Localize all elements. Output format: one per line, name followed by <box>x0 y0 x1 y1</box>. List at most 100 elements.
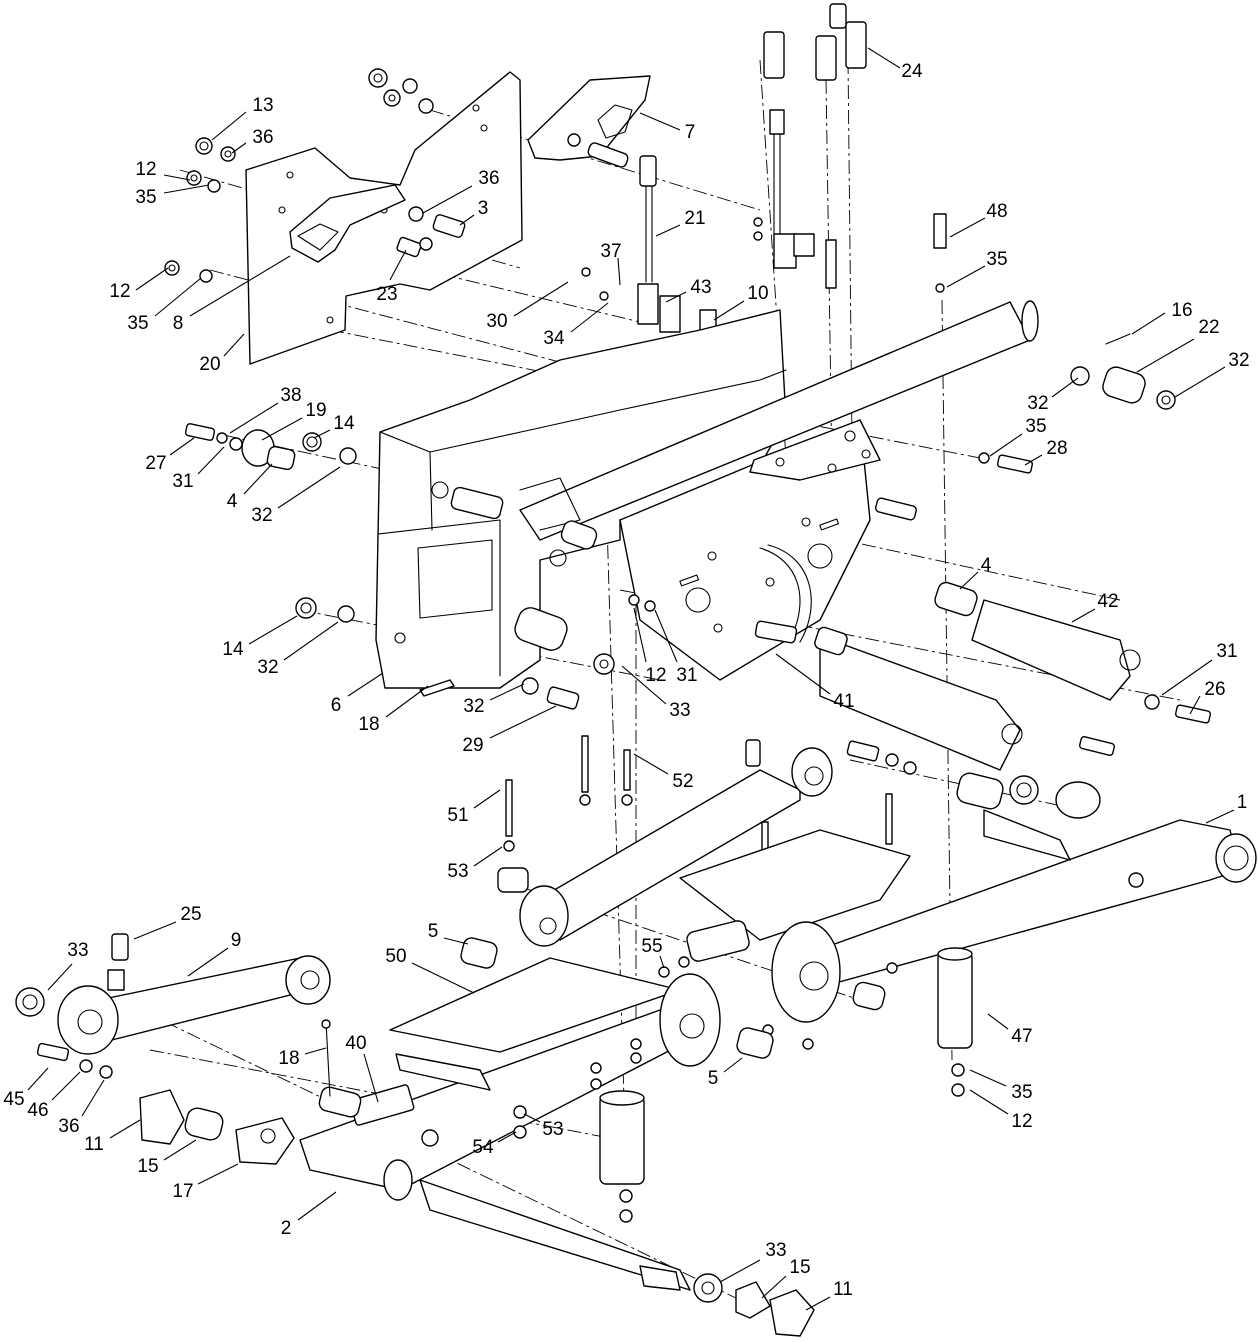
callout-leader-c41 <box>775 653 831 695</box>
callout-leader-c35d <box>989 433 1023 457</box>
callout-number-c2: 2 <box>281 1218 292 1239</box>
callout-number-c32c: 32 <box>251 505 272 526</box>
callout-leader-c1 <box>1205 809 1235 824</box>
callout-leader-c40 <box>363 1053 379 1103</box>
callout-number-c32a: 32 <box>1228 350 1249 371</box>
callout-number-c7: 7 <box>685 122 696 143</box>
callout-number-c24: 24 <box>901 61 923 82</box>
callout-leader-c20 <box>223 333 245 357</box>
callout-number-c17: 17 <box>172 1181 193 1202</box>
callout-leader-c55 <box>659 955 665 969</box>
upper-left-hardware <box>164 68 466 283</box>
callout-leader-c37 <box>617 257 621 286</box>
callout-number-c36a: 36 <box>252 127 273 148</box>
callout-number-c54: 54 <box>472 1137 494 1158</box>
callout-number-c33a: 33 <box>669 700 690 721</box>
callout-number-c4a: 4 <box>227 491 238 512</box>
callout-leader-c26 <box>1189 695 1201 715</box>
callout-number-c33c: 33 <box>765 1240 786 1261</box>
callout-leader-c7 <box>639 112 681 131</box>
callout-leader-c52 <box>633 753 669 775</box>
callout-number-c13: 13 <box>252 95 273 116</box>
callout-leader-c12d <box>969 1089 1009 1115</box>
callout-leader-c50 <box>411 962 475 994</box>
callout-number-c35b: 35 <box>986 249 1007 270</box>
callout-number-c27: 27 <box>145 453 166 474</box>
callout-number-c32e: 32 <box>463 696 484 717</box>
callout-leader-c11a <box>109 1119 141 1139</box>
callout-number-c12a: 12 <box>135 159 156 180</box>
callout-leader-c31b <box>654 609 678 663</box>
callout-leader-c12b <box>135 267 169 291</box>
callout-leader-c15b <box>761 1275 787 1299</box>
callout-number-c32b: 32 <box>1027 393 1048 414</box>
callout-number-c18b: 18 <box>278 1048 299 1069</box>
callout-number-c35a: 35 <box>135 187 156 208</box>
callout-number-c28: 28 <box>1046 438 1067 459</box>
callout-number-c12b: 12 <box>109 281 130 302</box>
callout-leader-c54 <box>497 1131 517 1143</box>
callout-number-c11a: 11 <box>84 1134 104 1155</box>
callout-number-c9: 9 <box>231 930 242 951</box>
callout-leader-c38 <box>229 402 279 434</box>
callout-number-c43: 43 <box>690 277 711 298</box>
callout-leader-c8 <box>189 255 291 317</box>
callout-leader-c35e <box>969 1069 1007 1087</box>
callout-leader-c3 <box>459 214 475 226</box>
callout-leader-c5a <box>443 937 469 945</box>
callout-number-c52: 52 <box>672 771 693 792</box>
callout-number-c18a: 18 <box>358 714 379 735</box>
callout-number-c14b: 14 <box>222 639 244 660</box>
callout-leader-c11b <box>805 1296 831 1311</box>
callout-number-c26: 26 <box>1204 679 1225 700</box>
callout-number-c11b: 11 <box>833 1279 853 1300</box>
callout-leader-c47 <box>987 1013 1009 1030</box>
callout-leader-c13 <box>211 111 247 141</box>
callout-leader-c31c <box>1161 659 1213 696</box>
callout-number-c19: 19 <box>305 400 326 421</box>
callout-leader-c34 <box>570 302 609 333</box>
callout-number-c30: 30 <box>486 311 507 332</box>
callout-leader-c33b <box>47 963 73 991</box>
callout-number-c47: 47 <box>1011 1026 1032 1047</box>
pedal-lever <box>289 184 406 263</box>
callout-leader-c42 <box>1071 608 1096 623</box>
callout-leader-c36b <box>422 185 473 214</box>
callout-number-c22: 22 <box>1198 317 1219 338</box>
callout-number-c12d: 12 <box>1011 1111 1032 1132</box>
callout-number-c46: 46 <box>27 1100 48 1121</box>
bracket-7 <box>527 75 651 168</box>
callout-number-c50: 50 <box>385 946 406 967</box>
callout-number-c31a: 31 <box>172 471 193 492</box>
callout-leader-c32c <box>277 466 341 509</box>
cylinder-left <box>15 933 331 1055</box>
callout-number-c3: 3 <box>478 198 489 219</box>
callout-number-c36b: 36 <box>478 168 499 189</box>
callout-leader-c31a <box>197 446 225 475</box>
bottom-left-hardware <box>36 1042 295 1165</box>
callout-number-c55: 55 <box>641 936 662 957</box>
callout-leader-c4b <box>959 571 979 590</box>
cylinder-upper <box>497 747 833 947</box>
callout-leader-c32d <box>283 621 339 661</box>
callout-leader-c16 <box>1131 312 1166 335</box>
callout-number-c14a: 14 <box>333 413 355 434</box>
callout-number-c35e: 35 <box>1011 1082 1032 1103</box>
callout-number-c1: 1 <box>1237 792 1248 813</box>
callout-number-c31c: 31 <box>1216 641 1237 662</box>
callout-number-c16: 16 <box>1171 300 1192 321</box>
callout-leader-c43 <box>665 291 687 303</box>
callout-leader-c33a <box>621 665 667 705</box>
callout-leader-c18a <box>385 685 429 718</box>
callout-leader-c21 <box>655 224 681 237</box>
callout-number-c42: 42 <box>1097 591 1118 612</box>
mounting-plate <box>245 71 523 365</box>
callout-leader-c32a <box>1174 366 1226 398</box>
callout-leader-c32e <box>489 683 525 701</box>
callout-leader-c9 <box>187 947 229 977</box>
callout-number-c5b: 5 <box>708 1068 719 1089</box>
callout-leader-c33c <box>719 1259 761 1283</box>
sensors-24 <box>581 3 867 301</box>
